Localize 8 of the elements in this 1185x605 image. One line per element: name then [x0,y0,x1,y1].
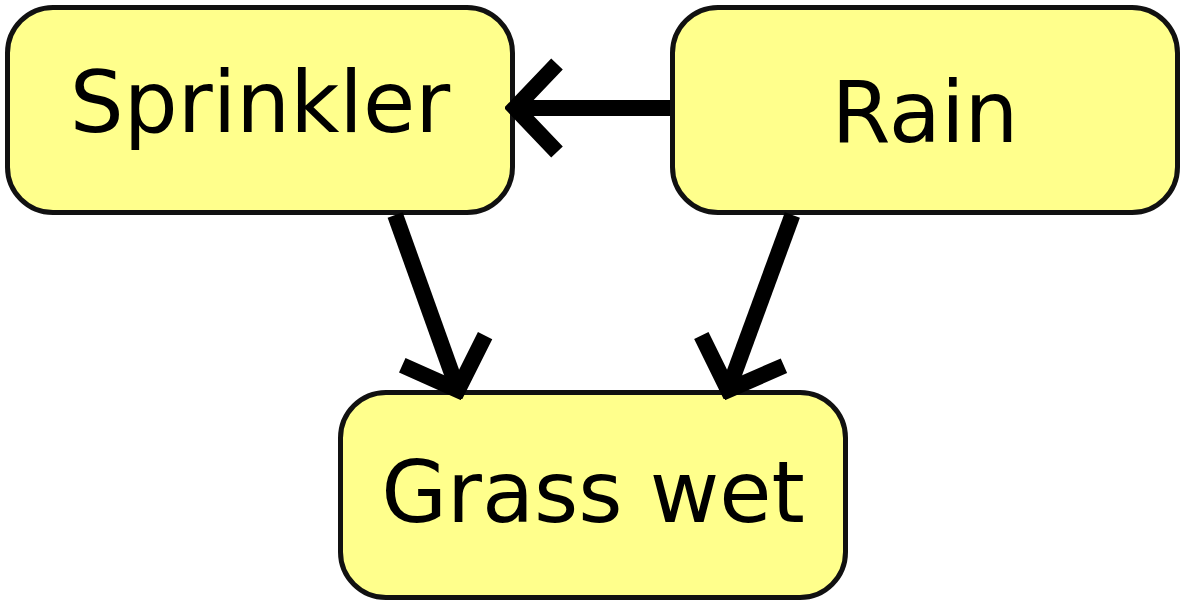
node-label: Grass wet [381,446,805,540]
arrow [387,212,494,398]
node-label: Rain [831,66,1019,160]
rounded-box [338,390,848,600]
rounded-box [5,5,515,215]
arrow [693,212,800,398]
node-label: Sprinkler [69,56,451,150]
rounded-box [670,5,1180,215]
